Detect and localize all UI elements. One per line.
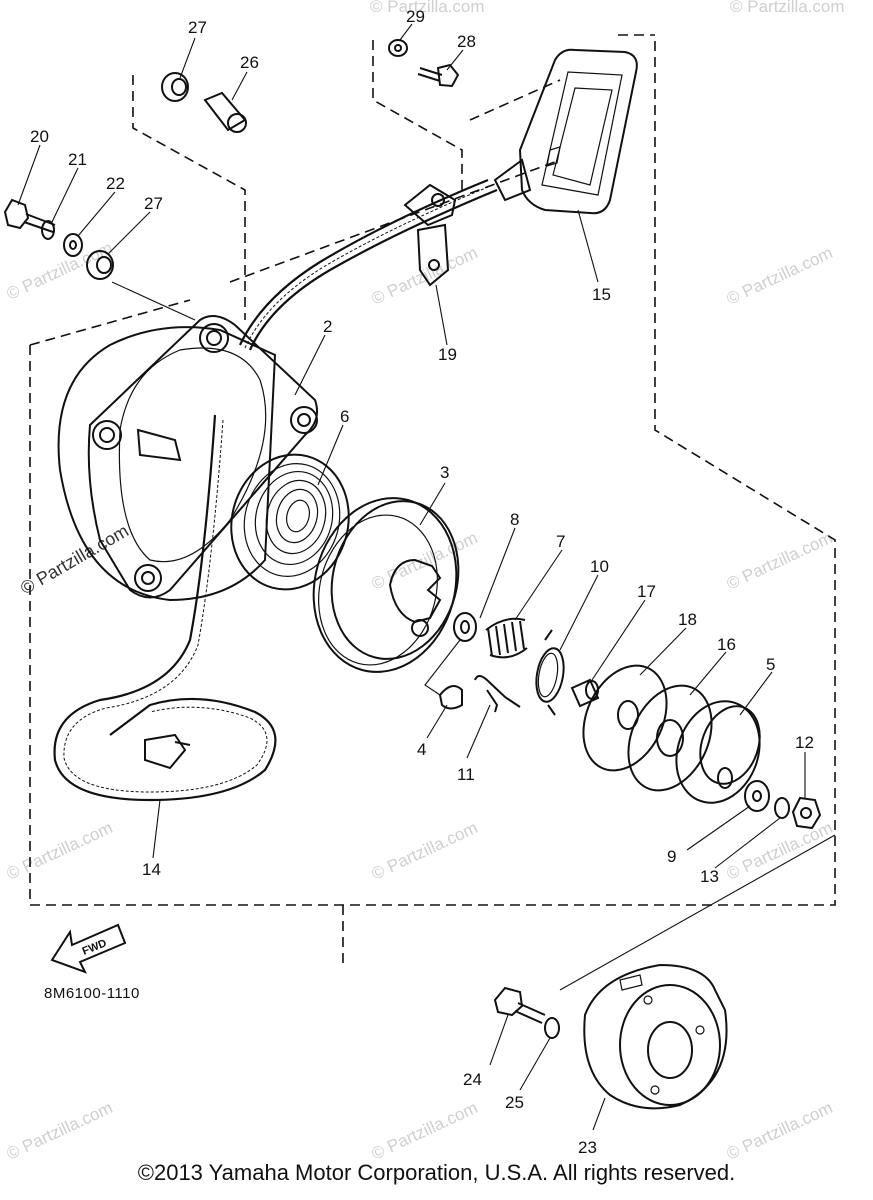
watermark-text: © Partzilla.com [4, 818, 116, 884]
starter-handle [493, 48, 638, 215]
callout-28: 28 [457, 32, 476, 51]
washer-21 [41, 220, 55, 240]
watermark-text: © Partzilla.com [730, 0, 845, 16]
callout-14: 14 [142, 860, 161, 879]
callout-25: 25 [505, 1093, 524, 1112]
friction-plate [582, 664, 668, 772]
bolt-20 [3, 198, 56, 233]
torsion-spring [535, 629, 565, 716]
watermark-text: © Partzilla.com [369, 528, 481, 594]
washer-13 [774, 797, 790, 819]
assembly-boundary [29, 34, 836, 965]
watermark-text: © Partzilla.com [724, 243, 836, 309]
callout-8: 8 [510, 510, 519, 529]
callout-27: 27 [188, 18, 207, 37]
collar-27-left [86, 250, 114, 280]
callout-29: 29 [406, 7, 425, 26]
callout-7: 7 [556, 532, 565, 551]
starter-cover [583, 963, 728, 1110]
callout-5: 5 [766, 655, 775, 674]
callout-2: 2 [323, 317, 332, 336]
callout-10: 10 [590, 557, 609, 576]
callout-15: 15 [592, 285, 611, 304]
callout-27: 27 [144, 194, 163, 213]
callout-13: 13 [700, 867, 719, 886]
washer-25 [544, 1017, 560, 1039]
washer-9 [744, 780, 770, 812]
nut-29 [388, 39, 408, 57]
callout-20: 20 [30, 127, 49, 146]
grommet-26 [203, 91, 247, 133]
callout-16: 16 [717, 635, 736, 654]
callout-17: 17 [637, 582, 656, 601]
watermark-text: © Partzilla.com [4, 1098, 116, 1164]
washer-22 [63, 233, 83, 257]
watermark-text: © Partzilla.com [370, 0, 485, 16]
callout-12: 12 [795, 733, 814, 752]
fwd-arrow-icon: FWD [50, 923, 127, 974]
diagram-code: 8M6100-1110 [44, 985, 140, 1002]
callout-21: 21 [68, 150, 87, 169]
watermark-text: © Partzilla.com [369, 1098, 481, 1164]
plate-16 [627, 684, 713, 792]
callout-4: 4 [417, 740, 426, 759]
spiral-spring [230, 453, 350, 591]
callout-6: 6 [340, 407, 349, 426]
callout-11: 11 [457, 765, 475, 784]
bushing-17 [570, 678, 600, 708]
watermark-text: © Partzilla.com [724, 528, 836, 594]
bolt-28 [417, 63, 460, 88]
drive-plate [675, 700, 761, 804]
callout-22: 22 [106, 174, 125, 193]
callout-26: 26 [240, 53, 259, 72]
callout-9: 9 [667, 847, 676, 866]
watermark-text: © Partzilla.com [724, 1098, 836, 1164]
pawl [438, 685, 463, 710]
copyright-notice: ©2013 Yamaha Motor Corporation, U.S.A. A… [137, 1160, 736, 1185]
nut-12 [791, 796, 822, 830]
callout-18: 18 [678, 610, 697, 629]
watermark-text: © Partzilla.com [17, 520, 132, 598]
callout-23: 23 [578, 1138, 597, 1157]
coil-spring [485, 617, 528, 659]
collar-27-top [161, 72, 189, 102]
pulley [312, 497, 460, 673]
bolt-24 [493, 986, 546, 1024]
leader-lines [17, 23, 836, 1131]
watermark-text: © Partzilla.com [724, 818, 836, 884]
starter-rope [239, 178, 498, 351]
washer-8 [453, 612, 477, 642]
starter-case [57, 315, 318, 602]
callout-24: 24 [463, 1070, 482, 1089]
callout-labels: 27 26 29 28 20 21 22 27 15 19 2 6 3 8 7 … [30, 7, 814, 1157]
callout-3: 3 [440, 463, 449, 482]
callout-19: 19 [438, 345, 457, 364]
lower-rope [53, 414, 277, 802]
spring-clip [474, 675, 521, 713]
watermark-text: © Partzilla.com [369, 818, 481, 884]
